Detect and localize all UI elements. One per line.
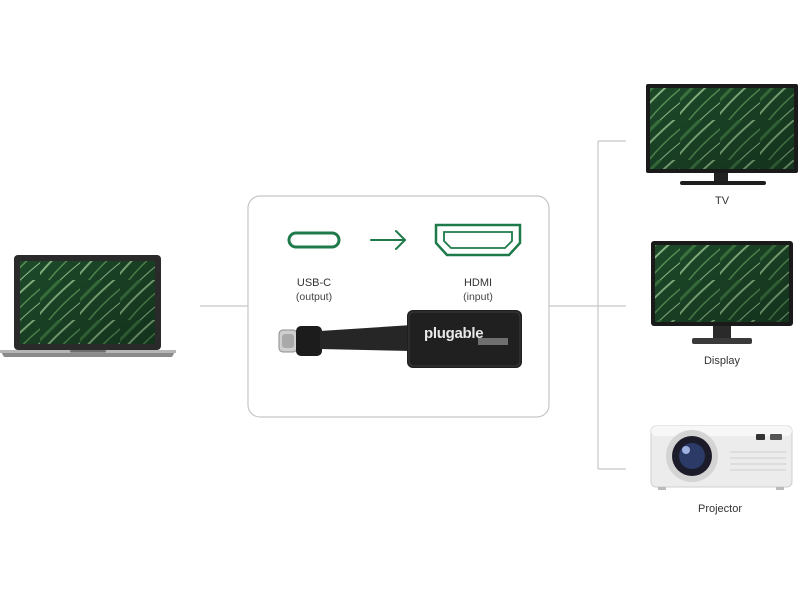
hdmi-title: HDMI — [463, 277, 493, 289]
usb-c-title: USB-C — [296, 277, 332, 289]
arrow-right-icon — [370, 230, 407, 250]
adapter-panel — [247, 195, 550, 418]
hdmi-label: HDMI (input) — [438, 276, 518, 304]
connection-lines — [200, 140, 626, 470]
laptop-icon — [0, 255, 176, 357]
hdmi-subtitle: (input) — [463, 291, 493, 303]
usb-c-label: USB-C (output) — [274, 276, 354, 304]
tv-label: TV — [714, 195, 730, 207]
hdmi-port-icon — [434, 223, 522, 257]
usb-c-port-icon — [287, 231, 341, 249]
display-label: Display — [703, 355, 741, 367]
projector-label: Projector — [697, 503, 743, 515]
brand-logo-text: plugable — [424, 325, 484, 342]
usb-c-subtitle: (output) — [295, 291, 333, 303]
usb-c-to-hdmi-adapter — [278, 310, 522, 368]
